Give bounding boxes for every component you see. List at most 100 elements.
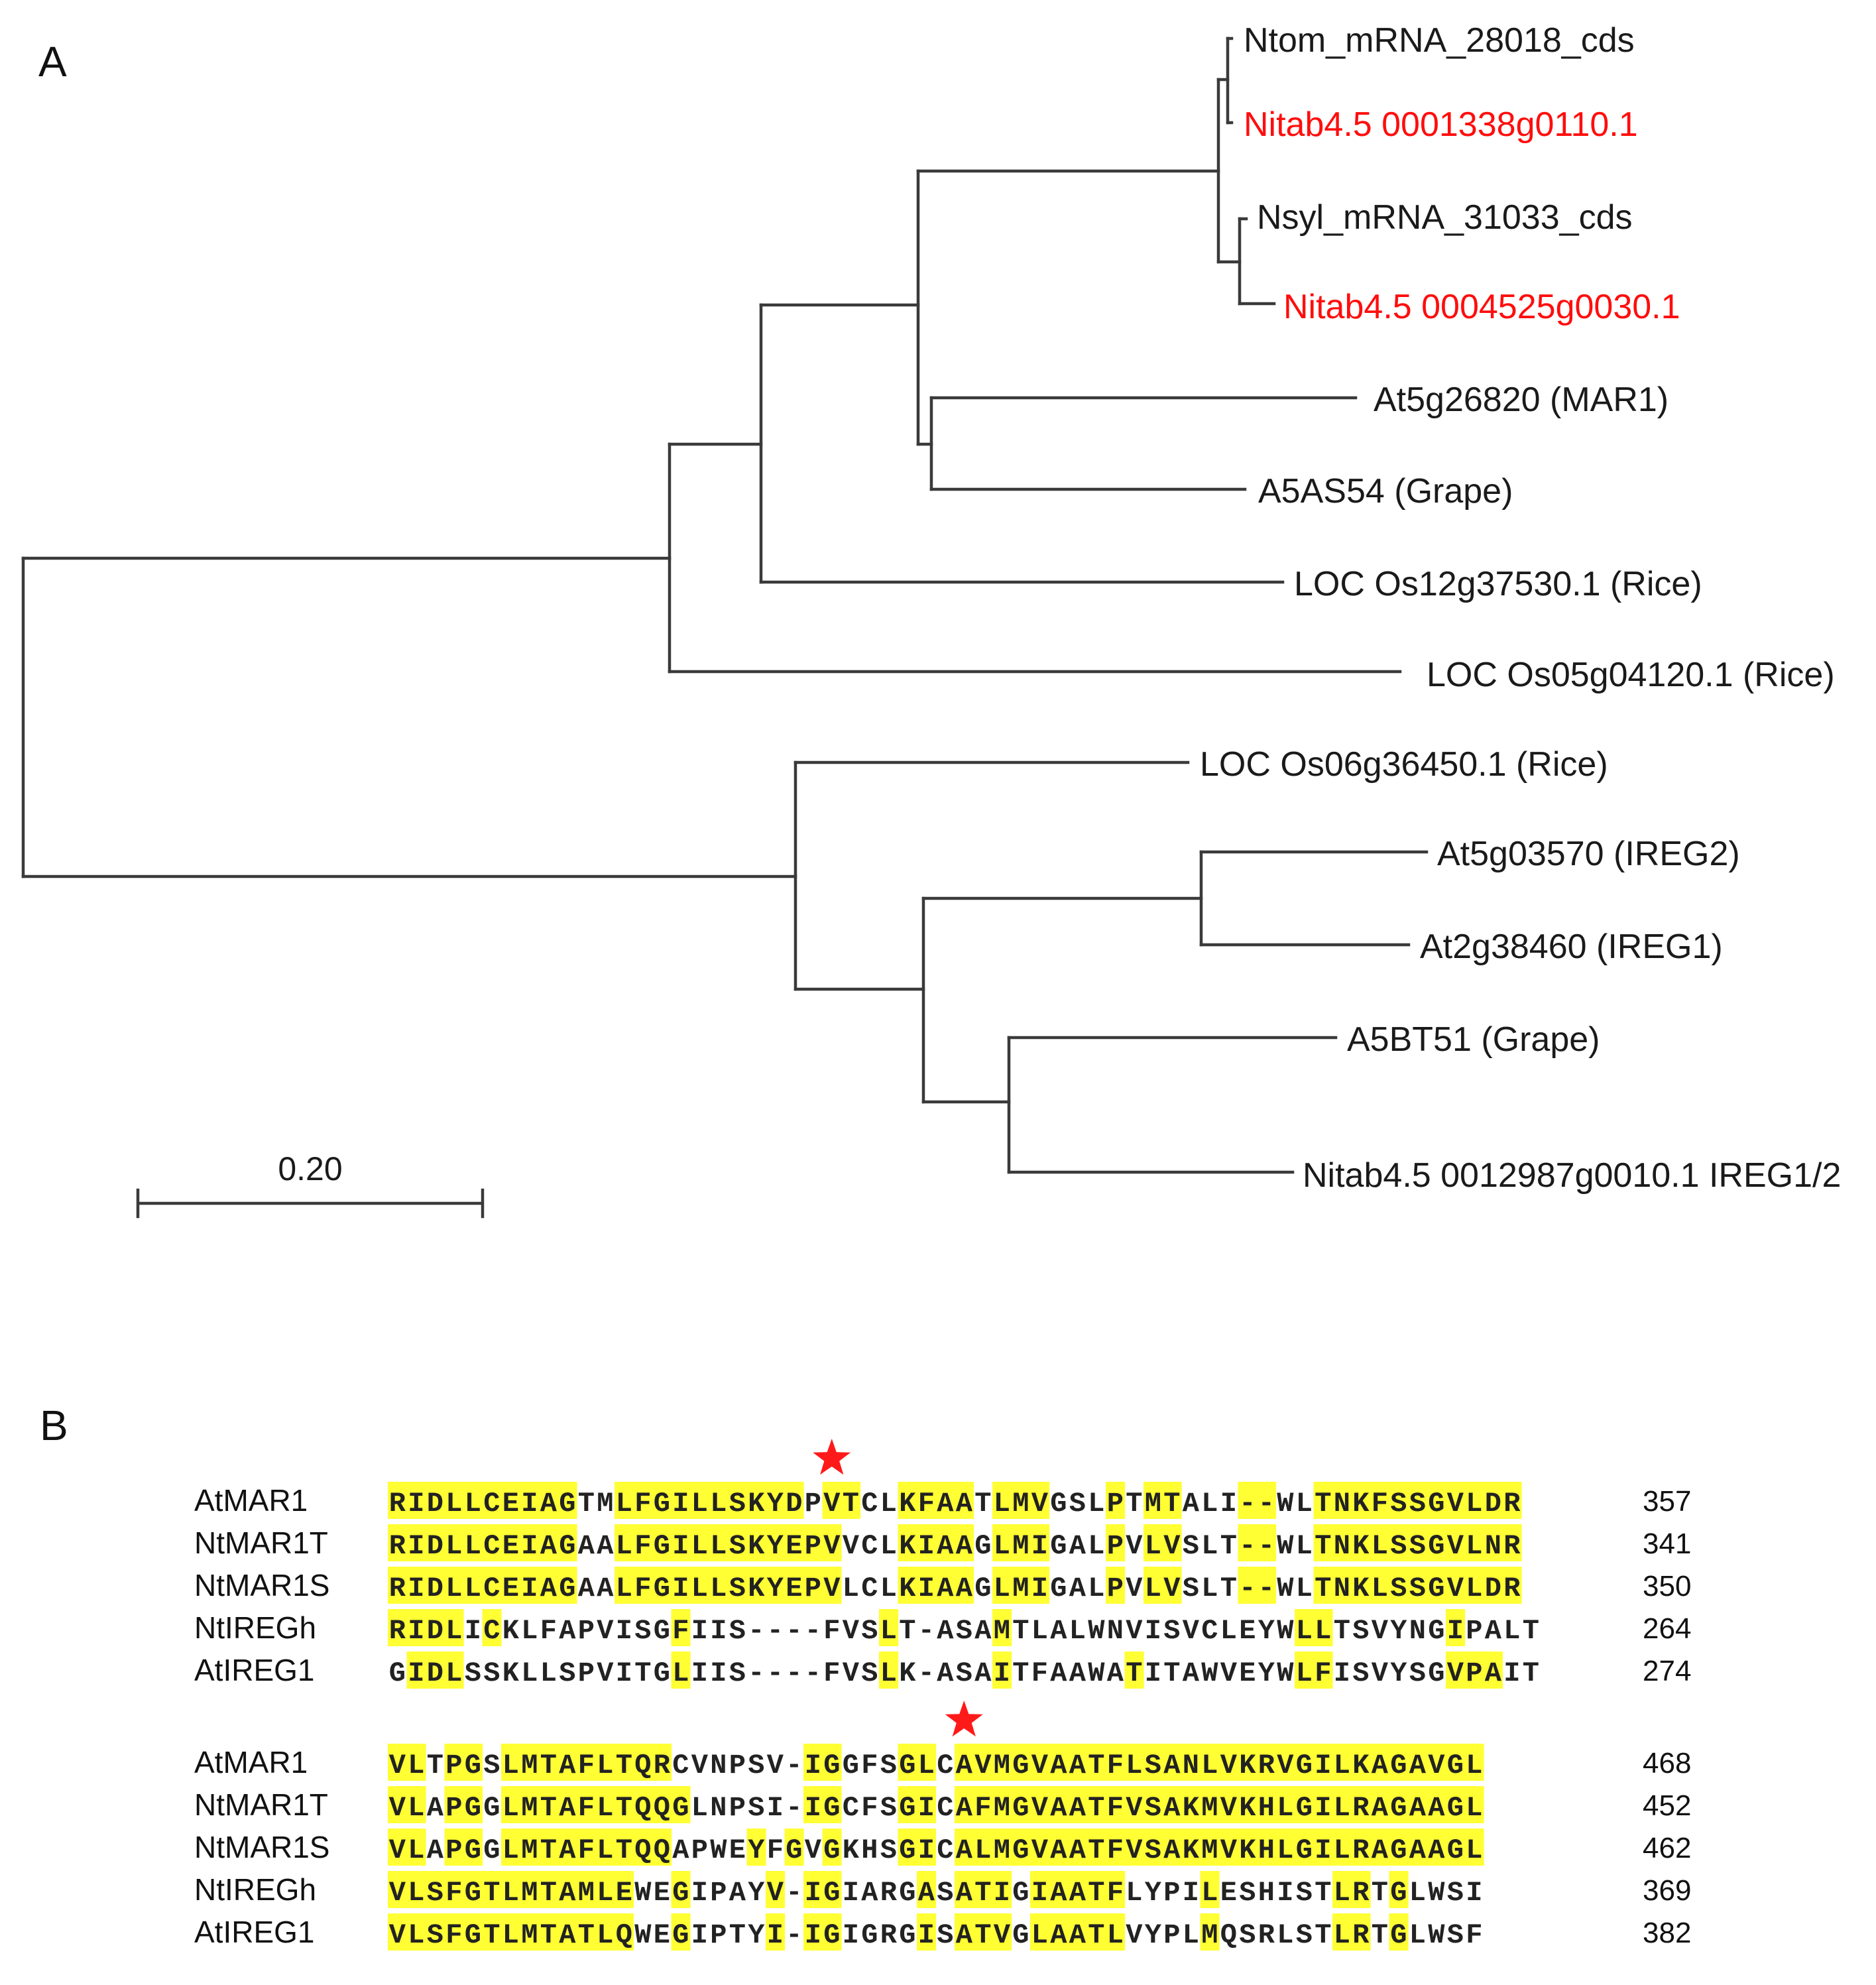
residue: D xyxy=(427,1657,443,1689)
residue: T xyxy=(1315,1877,1331,1909)
residue: V xyxy=(843,1530,860,1562)
conserved-residue-highlight xyxy=(992,1744,1012,1781)
conserved-residue-highlight xyxy=(1086,1871,1106,1908)
residue: L xyxy=(502,1835,519,1866)
conserved-residue-highlight xyxy=(520,1567,540,1604)
residue: K xyxy=(1352,1488,1370,1520)
conserved-residue-highlight xyxy=(1427,1744,1446,1781)
conserved-residue-highlight xyxy=(746,1524,766,1561)
residue: L xyxy=(1296,1530,1313,1562)
residue: G xyxy=(1390,1919,1407,1951)
conserved-residue-highlight xyxy=(1162,1744,1182,1781)
residue: V xyxy=(843,1657,860,1689)
residue: A xyxy=(729,1877,746,1909)
conserved-residue-highlight xyxy=(520,1524,540,1561)
residue: Y xyxy=(748,1919,765,1951)
residue: A xyxy=(1050,1835,1067,1866)
residue: V xyxy=(1372,1657,1389,1689)
residue: Q xyxy=(634,1835,651,1866)
residue: I xyxy=(1334,1657,1350,1689)
conserved-residue-highlight xyxy=(1502,1567,1522,1604)
conserved-residue-highlight xyxy=(1464,1524,1484,1561)
residue: G xyxy=(654,1530,670,1562)
conserved-residue-highlight xyxy=(1275,1786,1295,1823)
residue: K xyxy=(899,1657,916,1689)
conserved-residue-highlight xyxy=(595,1871,615,1908)
residue: G xyxy=(1390,1792,1407,1824)
residue: E xyxy=(654,1877,670,1909)
star-icon xyxy=(813,1439,851,1475)
residue: T xyxy=(1088,1877,1104,1909)
residue: F xyxy=(1031,1657,1048,1689)
conserved-residue-highlight xyxy=(898,1744,917,1781)
residue: P xyxy=(710,1919,727,1951)
conserved-residue-highlight xyxy=(766,1871,786,1908)
residue: R xyxy=(1352,1835,1370,1866)
residue: L xyxy=(1334,1919,1350,1951)
residue: S xyxy=(729,1615,746,1647)
conserved-residue-highlight xyxy=(1351,1871,1371,1908)
residue: W xyxy=(710,1835,727,1866)
conserved-residue-highlight xyxy=(822,1567,842,1604)
residue: F xyxy=(578,1750,595,1781)
residue: G xyxy=(1050,1573,1067,1604)
conserved-residue-highlight xyxy=(1464,1744,1484,1781)
conserved-residue-highlight xyxy=(803,1786,823,1823)
residue: A xyxy=(1485,1615,1502,1647)
residue: E xyxy=(502,1573,519,1604)
residue: Y xyxy=(1145,1877,1162,1909)
conserved-residue-highlight xyxy=(992,1567,1012,1604)
residue: D xyxy=(427,1615,443,1647)
residue: G xyxy=(465,1835,481,1866)
sequence-end-position: 350 xyxy=(1643,1570,1691,1602)
residue: L xyxy=(1220,1615,1237,1647)
residue: I xyxy=(1277,1877,1293,1909)
conserved-residue-highlight xyxy=(615,1829,634,1866)
residue: R xyxy=(654,1750,671,1781)
residue: L xyxy=(691,1573,708,1604)
conserved-residue-highlight xyxy=(1143,1786,1163,1823)
conserved-residue-highlight xyxy=(955,1524,974,1561)
residue: - xyxy=(1239,1573,1256,1604)
residue: F xyxy=(1315,1657,1331,1689)
conserved-residue-highlight xyxy=(501,1524,521,1561)
residue: A xyxy=(1050,1657,1067,1689)
residue: G xyxy=(1012,1750,1029,1781)
residue: L xyxy=(691,1530,708,1562)
residue: K xyxy=(748,1573,765,1604)
residue: L xyxy=(445,1530,462,1562)
residue: G xyxy=(1428,1530,1444,1562)
residue: I xyxy=(918,1835,935,1866)
conserved-residue-highlight xyxy=(1086,1829,1106,1866)
conserved-residue-highlight xyxy=(406,1524,426,1561)
conserved-residue-highlight xyxy=(388,1913,408,1951)
conserved-residue-highlight xyxy=(1389,1524,1409,1561)
residue: V xyxy=(843,1615,860,1647)
conserved-residue-highlight xyxy=(501,1829,521,1866)
leaf-label: At2g38460 (IREG1) xyxy=(1420,928,1723,966)
residue: L xyxy=(1334,1835,1350,1866)
conserved-residue-highlight xyxy=(1295,1744,1315,1781)
residue: I xyxy=(994,1877,1010,1909)
residue: A xyxy=(956,1792,973,1824)
leaf-label: LOC Os06g36450.1 (Rice) xyxy=(1200,745,1608,784)
residue: V xyxy=(597,1615,614,1647)
residue: L xyxy=(408,1919,424,1951)
residue: M xyxy=(1012,1573,1029,1604)
residue: Y xyxy=(1145,1919,1162,1951)
residue: M xyxy=(1201,1919,1218,1951)
conserved-residue-highlight xyxy=(690,1567,710,1604)
residue: L xyxy=(1088,1488,1104,1520)
residue: D xyxy=(1485,1488,1501,1520)
conserved-residue-highlight xyxy=(1011,1786,1031,1823)
sequence-name: NtMAR1S xyxy=(194,1830,329,1864)
residue: I xyxy=(1466,1877,1482,1909)
residue: G xyxy=(672,1877,689,1909)
residue: V xyxy=(1277,1750,1294,1781)
residue: C xyxy=(937,1750,953,1781)
conserved-residue-highlight xyxy=(520,1482,540,1519)
conserved-residue-highlight xyxy=(444,1913,464,1951)
residue: D xyxy=(427,1573,443,1604)
conserved-residue-highlight xyxy=(766,1482,786,1519)
conserved-residue-highlight xyxy=(463,1786,483,1823)
